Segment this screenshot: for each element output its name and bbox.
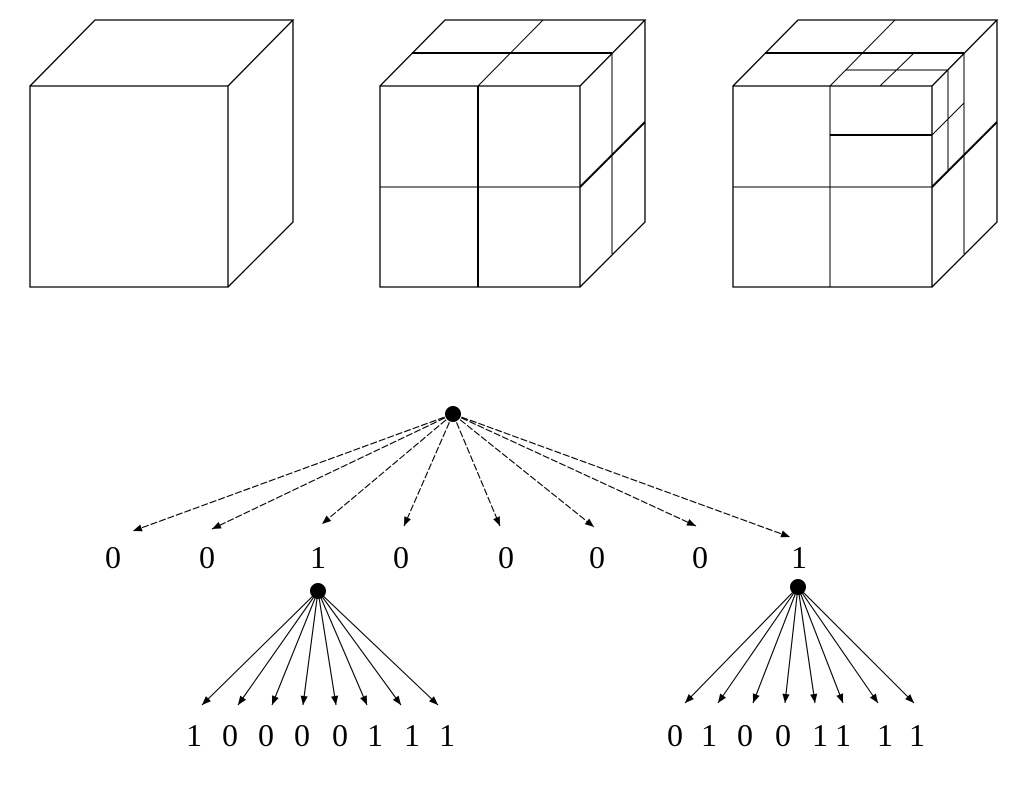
right-subtree-node <box>790 579 806 595</box>
cube-level-2 <box>732 19 999 288</box>
tree-edge-arrow <box>452 413 595 528</box>
left-subtree-arrows <box>201 590 439 706</box>
tree-edge-arrow <box>317 590 439 706</box>
right-subtree-label: 1 <box>835 717 851 753</box>
left-subtree-label: 1 <box>404 717 420 753</box>
root-child-label: 0 <box>105 539 121 575</box>
tree-edge-arrow <box>752 586 799 704</box>
tree-edge-arrow <box>317 590 402 706</box>
right-subtree-label: 0 <box>775 717 791 753</box>
root-node <box>445 406 461 422</box>
cube-level-1 <box>379 19 647 288</box>
tree-edge-arrow <box>684 586 799 704</box>
tree-edge-arrow <box>300 590 319 706</box>
tree-edge-arrow <box>797 586 915 704</box>
root-child-label: 0 <box>498 539 514 575</box>
left-subtree-label: 0 <box>294 717 310 753</box>
right-subtree-label: 0 <box>667 717 683 753</box>
tree-edge-arrow <box>321 413 454 525</box>
cube-level-0 <box>29 19 295 288</box>
tree-edge-arrow <box>211 413 454 530</box>
left-subtree-label: 0 <box>258 717 274 753</box>
root-arrows <box>132 413 791 538</box>
left-subtree-label: 0 <box>222 717 238 753</box>
right-subtree-arrows <box>684 586 915 704</box>
tree-edge-arrow <box>782 586 799 704</box>
tree-edge-arrow <box>403 413 454 527</box>
left-subtree-node <box>310 583 326 599</box>
left-subtree-label: 0 <box>332 717 348 753</box>
right-subtree-label: 1 <box>877 717 893 753</box>
tree-edge-arrow <box>132 413 454 532</box>
tree-edge-arrow <box>271 590 319 706</box>
tree-edge-arrow <box>797 586 879 704</box>
root-child-label: 0 <box>393 539 409 575</box>
right-subtree-label: 1 <box>701 717 717 753</box>
tree-edge-arrow <box>452 413 501 527</box>
root-child-label: 1 <box>310 539 326 575</box>
octree-tree: 0 0 1 0 0 0 0 1 1 0 0 0 0 1 1 1 0 1 0 0 … <box>105 406 925 753</box>
root-child-label: 1 <box>791 539 807 575</box>
tree-edge-arrow <box>317 590 368 706</box>
right-subtree-label: 1 <box>812 717 828 753</box>
tree-edge-arrow <box>797 586 844 704</box>
tree-edge-arrow <box>797 586 818 704</box>
left-subtree-label: 1 <box>367 717 383 753</box>
tree-edge-arrow <box>237 590 319 706</box>
tree-edge-arrow <box>452 413 791 538</box>
right-subtree-label: 1 <box>909 717 925 753</box>
root-child-label: 0 <box>199 539 215 575</box>
tree-edge-arrow <box>452 413 697 527</box>
tree-edge-arrow <box>717 586 799 704</box>
left-subtree-label: 1 <box>186 717 202 753</box>
tree-edge-arrow <box>201 590 319 706</box>
root-child-label: 0 <box>692 539 708 575</box>
root-child-label: 0 <box>589 539 605 575</box>
left-subtree-label: 1 <box>439 717 455 753</box>
tree-edge-arrow <box>317 590 339 706</box>
right-subtree-label: 0 <box>737 717 753 753</box>
